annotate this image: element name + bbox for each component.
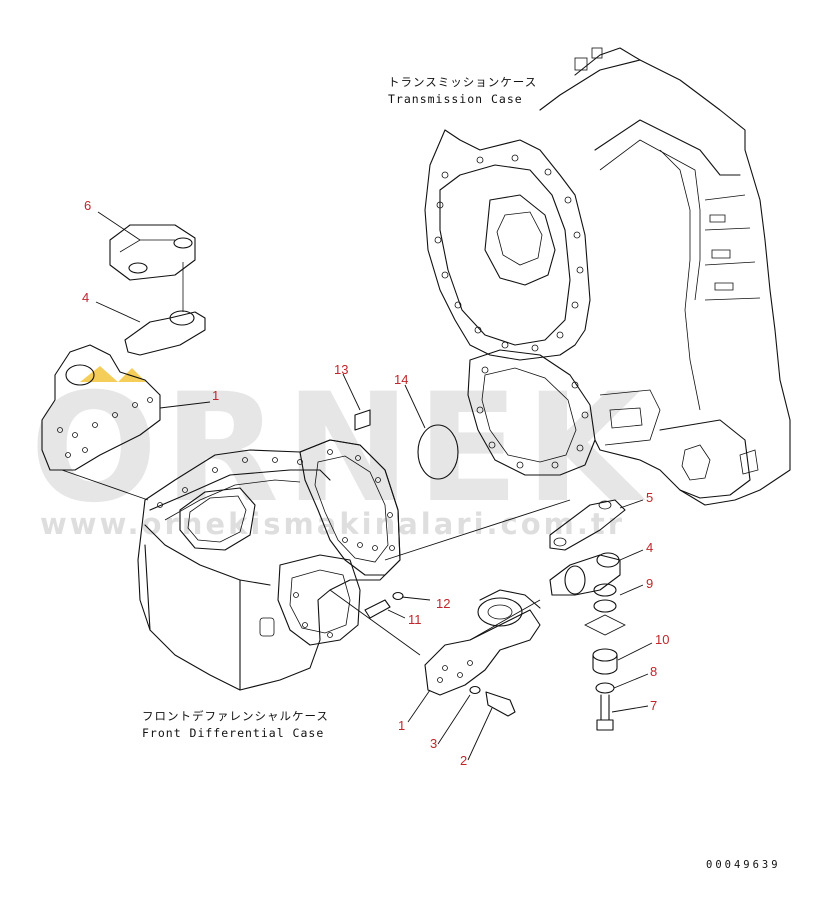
label-transmission-jp: トランスミッションケース <box>388 75 537 89</box>
callout-3: 3 <box>430 736 437 751</box>
callout-1-right: 1 <box>398 718 405 733</box>
callout-14: 14 <box>394 372 408 387</box>
label-transmission-en: Transmission Case <box>388 92 523 106</box>
drawing-number: 00049639 <box>706 859 781 871</box>
callout-6: 6 <box>84 198 91 213</box>
callout-numbers: 6 4 1 13 14 5 4 9 12 11 10 8 7 1 3 2 <box>82 198 669 768</box>
callout-5: 5 <box>646 490 653 505</box>
callout-12: 12 <box>436 596 450 611</box>
callout-1-left: 1 <box>212 388 219 403</box>
watermark-accent-mark <box>80 366 146 382</box>
callout-11: 11 <box>408 612 422 627</box>
label-front-diff-en: Front Differential Case <box>142 726 324 740</box>
watermark-url-text: www.ornekismakinalari.com.tr <box>40 507 625 541</box>
callout-13: 13 <box>334 362 348 377</box>
callout-4-left: 4 <box>82 290 89 305</box>
front-differential-case <box>137 439 401 691</box>
assembly-labels: トランスミッションケース Transmission Case フロントデファレン… <box>142 75 781 871</box>
callout-4-right: 4 <box>646 540 653 555</box>
callout-leaders <box>95 211 653 761</box>
callout-7: 7 <box>650 698 657 713</box>
left-mount-group <box>41 224 206 501</box>
callout-2: 2 <box>460 753 467 768</box>
label-front-diff-jp: フロントデファレンシャルケース <box>142 709 329 723</box>
transmission-case <box>424 47 791 506</box>
callout-9: 9 <box>646 576 653 591</box>
watermark-main-text: ORNEK <box>30 362 647 536</box>
watermark: ORNEK www.ornekismakinalari.com.tr <box>30 362 647 541</box>
callout-10: 10 <box>655 632 669 647</box>
callout-8: 8 <box>650 664 657 679</box>
